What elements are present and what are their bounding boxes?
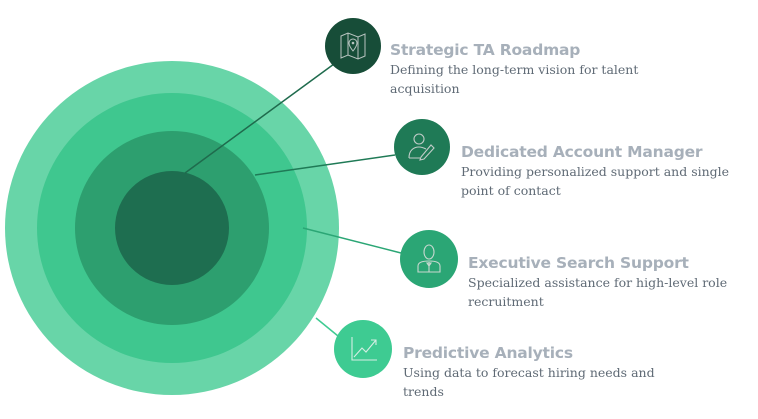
item-description: Using data to forecast hiring needs and … [403,365,655,399]
connector-1 [184,63,335,174]
ring-core [115,171,229,285]
connector-3 [302,227,402,254]
map-pin-icon [325,18,381,74]
connector-2 [254,154,396,176]
item-title: Predictive Analytics [403,344,573,362]
item-executive-search-support: Executive Search Support Specialized ass… [468,253,753,311]
item-description: Defining the long-term vision for talent… [390,62,639,96]
item-predictive-analytics: Predictive Analytics Using data to forec… [403,343,683,401]
user-edit-icon [394,119,450,175]
item-strategic-ta-roadmap: Strategic TA Roadmap Defining the long-t… [390,40,720,98]
trend-chart-icon [334,320,392,378]
connector-4 [315,317,339,337]
executive-icon [400,230,458,288]
item-title: Dedicated Account Manager [461,143,703,161]
item-title: Executive Search Support [468,254,689,272]
item-description: Specialized assistance for high-level ro… [468,275,728,309]
item-dedicated-account-manager: Dedicated Account Manager Providing pers… [461,142,756,200]
item-description: Providing personalized support and singl… [461,164,730,198]
item-title: Strategic TA Roadmap [390,41,581,59]
